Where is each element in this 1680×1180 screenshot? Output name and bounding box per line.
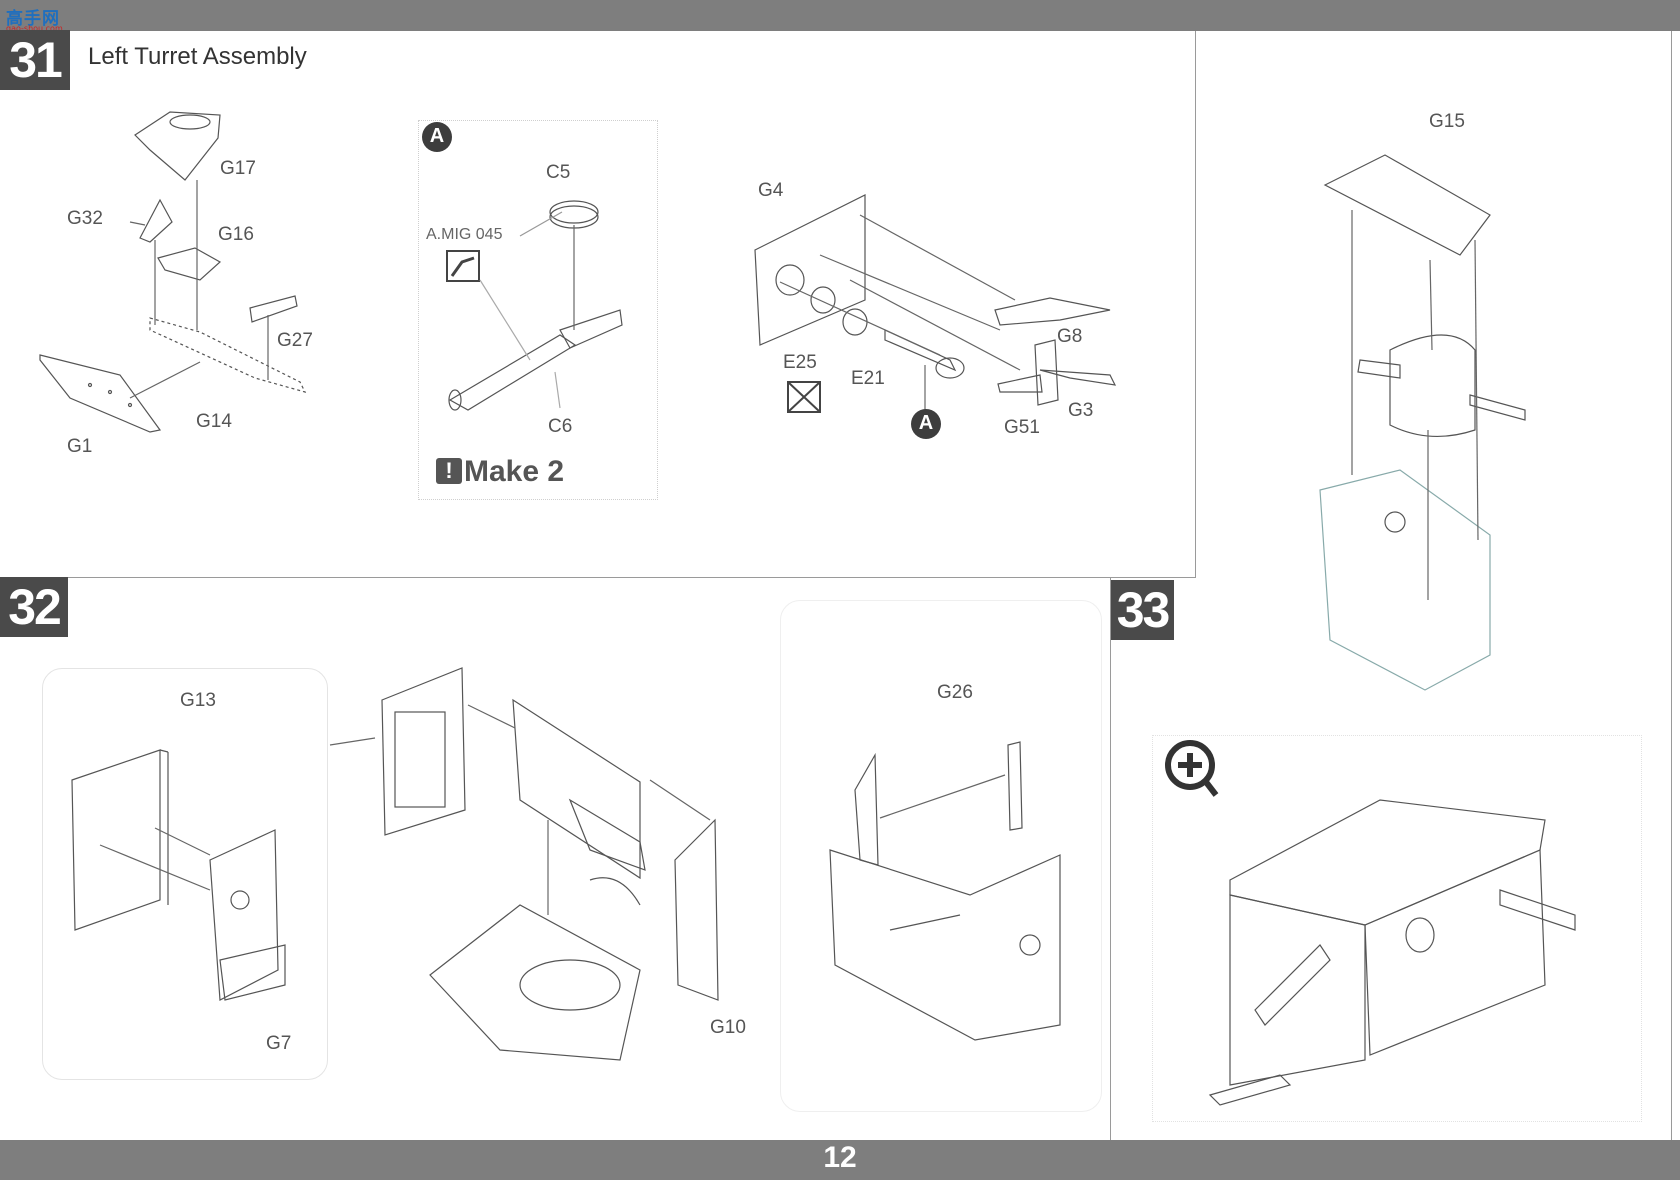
front-plate-drawing [381, 667, 466, 836]
part-c6-drawing [448, 309, 623, 411]
warning-icon: ! [436, 458, 462, 484]
label-g32: G32 [67, 208, 103, 229]
divider-31-bottom [0, 577, 1196, 578]
zoom-icon-drawing [1165, 740, 1219, 797]
step-32-badge: 32 [0, 577, 68, 637]
side-wall-g13-drawing [71, 749, 169, 931]
part-g8-drawing [994, 297, 1111, 326]
assembly-arrows-31a [129, 180, 269, 399]
label-g27: G27 [277, 330, 313, 351]
label-g4: G4 [758, 180, 784, 201]
divider-33-left [1110, 578, 1111, 1140]
label-g13: G13 [180, 690, 216, 711]
label-g1: G1 [67, 436, 93, 457]
site-logo: 高手网 [6, 9, 60, 29]
part-g7-drawing [209, 829, 286, 1001]
hull-section-drawing [829, 752, 1061, 1041]
step-33-badge: 33 [1111, 580, 1174, 640]
part-g17-drawing [134, 111, 221, 181]
step-31-title: Left Turret Assembly [88, 43, 307, 70]
label-g10: G10 [710, 1017, 746, 1038]
part-g26-drawing [1007, 741, 1023, 831]
part-e25-drawing [775, 264, 805, 296]
label-paint-code: A.MIG 045 [426, 226, 503, 243]
label-g51: G51 [1004, 417, 1040, 438]
part-g32-drawing [139, 198, 173, 243]
label-e21: E21 [851, 368, 885, 389]
part-g4-drawing [754, 194, 866, 346]
page-number: 12 [823, 1141, 857, 1174]
label-g8: G8 [1057, 326, 1083, 347]
part-g1-drawing [39, 354, 162, 433]
label-g7: G7 [266, 1033, 292, 1054]
turret-body-drawing [1357, 334, 1526, 437]
make-count-text: Make 2 [464, 455, 565, 488]
bottom-band [0, 1140, 1680, 1180]
hull-upper-drawing [1319, 469, 1491, 691]
part-g14-drawing [149, 317, 307, 393]
step-32-right-box [780, 600, 1102, 1112]
label-g26: G26 [937, 682, 973, 703]
site-logo-sub: gao-shou.com [6, 24, 63, 33]
zoom-detail-box [1152, 735, 1642, 1122]
label-e25: E25 [783, 352, 817, 373]
hull-floor-drawing [429, 904, 641, 1061]
part-g51-drawing [1034, 339, 1059, 406]
label-c5: C5 [546, 162, 571, 183]
divider-right-edge [1671, 31, 1672, 1140]
callout-a-label: A [429, 125, 445, 147]
part-g16-drawing [157, 247, 222, 281]
part-g10-drawing [674, 818, 719, 1001]
label-g14: G14 [196, 411, 232, 432]
label-g3: G3 [1068, 400, 1094, 421]
make-count: !Make 2 [436, 455, 564, 489]
assembled-turret-drawing [1208, 799, 1576, 1106]
label-g16: G16 [218, 224, 254, 245]
callout-a2-label: A [918, 412, 934, 434]
part-g3-drawing [1039, 369, 1117, 386]
label-c6: C6 [548, 416, 573, 437]
sub-assembly-a-box [418, 120, 658, 500]
part-g15-drawing [1323, 154, 1491, 256]
divider-31-right [1195, 31, 1196, 578]
callout-a-circles [422, 122, 941, 439]
label-g17: G17 [220, 158, 256, 179]
step-31-badge: 31 [0, 30, 70, 90]
paint-icon-drawing [446, 250, 480, 282]
label-g15: G15 [1429, 111, 1465, 132]
no-glue-icon-drawing [787, 381, 821, 413]
top-band [0, 0, 1680, 31]
part-g27-drawing [249, 295, 298, 323]
step-32-left-box [42, 668, 328, 1080]
turret-side-drawing [512, 698, 646, 906]
assembly-arrows-31b [779, 214, 1021, 410]
